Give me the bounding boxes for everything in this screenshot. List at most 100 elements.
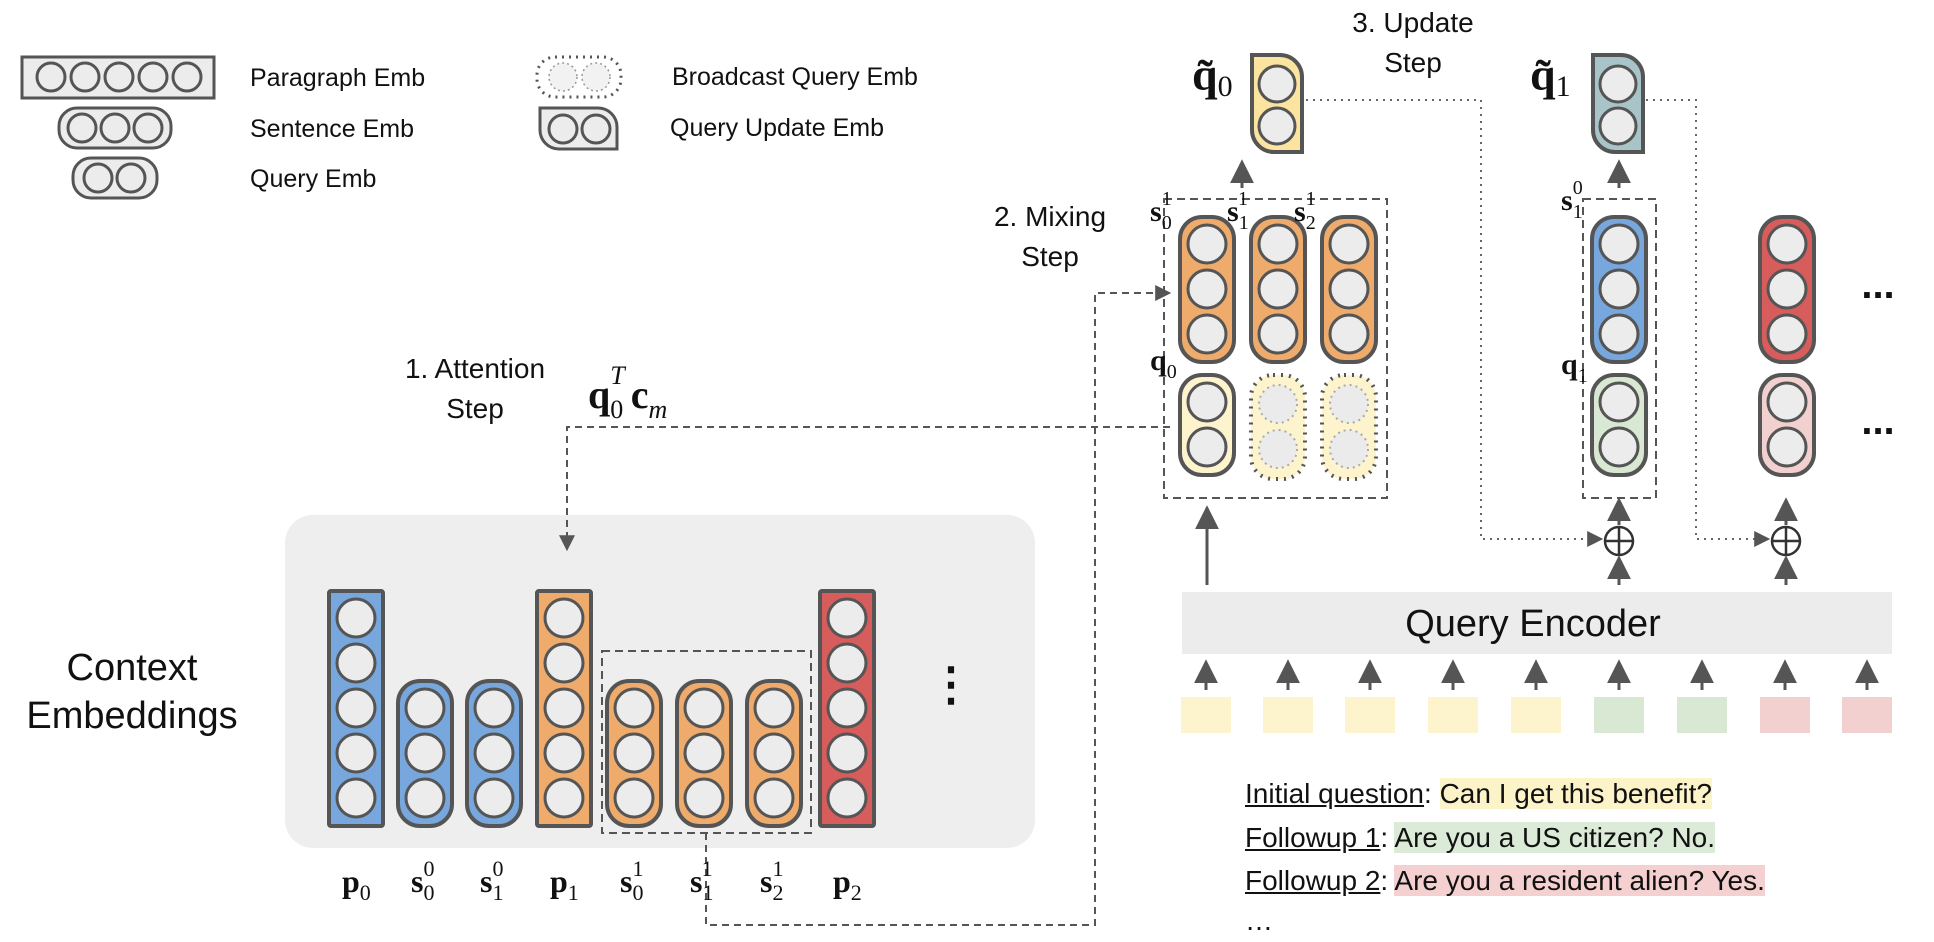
embedding-unit [103,61,135,93]
update-arrow-q0 [1306,99,1604,547]
embedding-unit [753,732,795,774]
embedding-unit [1598,223,1640,265]
embedding-unit [1329,384,1369,424]
embedding-unit [1766,381,1808,423]
embedding-unit [543,777,585,819]
legend-sentence-label: Sentence Emb [250,115,414,143]
embedding-unit [1329,429,1369,469]
context-column-label: s00 [411,856,434,905]
embedding-unit [473,732,515,774]
embedding-unit [1766,426,1808,468]
embedding-unit [473,777,515,819]
question-line-initial: Initial question: Can I get this benefit… [1245,778,1712,810]
context-column-label: s10 [480,856,503,905]
embedding-unit [543,642,585,684]
question-text: Are you a US citizen? No. [1394,822,1716,853]
mixing-step-label-line2: Step [1021,241,1079,272]
mix-s0-label: s01 [1150,188,1172,234]
question-text: Can I get this benefit? [1439,778,1712,809]
question-text: Are you a resident alien? Yes. [1394,865,1765,896]
q-tilde-0-label: q̃0 [1192,49,1233,103]
embedding-unit [826,687,868,729]
input-token [1760,697,1810,733]
context-column-label: s11 [690,856,713,905]
embedding-unit [547,113,579,145]
embedding-unit [826,597,868,639]
update-step-label-line2: Step [1384,47,1442,78]
embedding-unit [335,687,377,729]
input-token [1842,697,1892,733]
input-token [1345,697,1395,733]
embedding-unit [335,597,377,639]
embedding-unit [404,732,446,774]
embedding-unit [826,777,868,819]
query-encoder-label: Query Encoder [1405,603,1661,645]
input-token [1263,697,1313,733]
embedding-unit [683,687,725,729]
flow-arrows [559,99,1771,926]
embedding-unit [1186,268,1228,310]
embedding-unit [613,732,655,774]
embedding-unit [35,61,67,93]
embedding-unit [1328,223,1370,265]
embedding-unit [826,732,868,774]
embedding-unit [1598,381,1640,423]
question-sep: : [1380,865,1395,896]
legend-query-update-label: Query Update Emb [670,114,884,142]
embedding-unit [548,62,578,92]
embedding-unit [1186,381,1228,423]
attention-step-label-line1: 1. Attention [405,353,545,384]
ellipsis-right-bottom: ... [1861,399,1894,443]
embedding-unit [1258,384,1298,424]
question-sep: : [1380,822,1395,853]
embedding-unit [613,687,655,729]
mixing-block [1163,53,1388,499]
context-embeddings [327,589,876,834]
context-column-label: s01 [620,856,643,905]
embedding-unit [171,61,203,93]
embedding-unit [580,113,612,145]
embedding-unit [543,597,585,639]
legend-broadcast-label: Broadcast Query Emb [672,63,918,91]
embedding-unit [66,112,98,144]
ellipsis-right-top: ... [1861,263,1894,307]
input-token [1511,697,1561,733]
embedding-unit [753,777,795,819]
context-column-label: p1 [550,863,579,905]
embedding-unit [1186,426,1228,468]
query-encoder-block [1181,505,1892,733]
context-column-label: p2 [833,863,862,905]
embedding-unit [335,732,377,774]
embedding-unit [543,732,585,774]
embedding-unit [1186,223,1228,265]
mix-s1-label: s11 [1227,188,1248,234]
legend-paragraph-label: Paragraph Emb [250,64,425,92]
query-encoder [1182,592,1892,654]
embedding-unit [404,777,446,819]
embedding-unit [1257,268,1299,310]
question-head: Followup 1 [1245,822,1381,853]
input-token [1677,697,1727,733]
mixing-box [1163,198,1388,499]
embedding-unit [473,687,515,729]
context-label-line2: Embeddings [26,695,237,737]
embedding-unit [1598,268,1640,310]
legend [20,55,623,200]
attention-arrow [559,426,1170,552]
embedding-unit [1328,313,1370,355]
trailing-ellipsis: … [1245,905,1273,936]
embedding-unit [69,61,101,93]
embedding-unit [404,687,446,729]
context-label-line1: Context [67,647,198,689]
q-tilde-1-label: q̃1 [1530,49,1571,103]
update-step-label-line1: 3. Update [1352,7,1473,38]
embedding-unit [683,777,725,819]
embedding-unit [1766,313,1808,355]
embedding-unit [115,162,147,194]
mix-s2-label: s21 [1294,188,1316,234]
question-head: Initial question [1245,778,1425,809]
embedding-unit [1257,64,1297,104]
context-column-label: p0 [342,863,371,905]
